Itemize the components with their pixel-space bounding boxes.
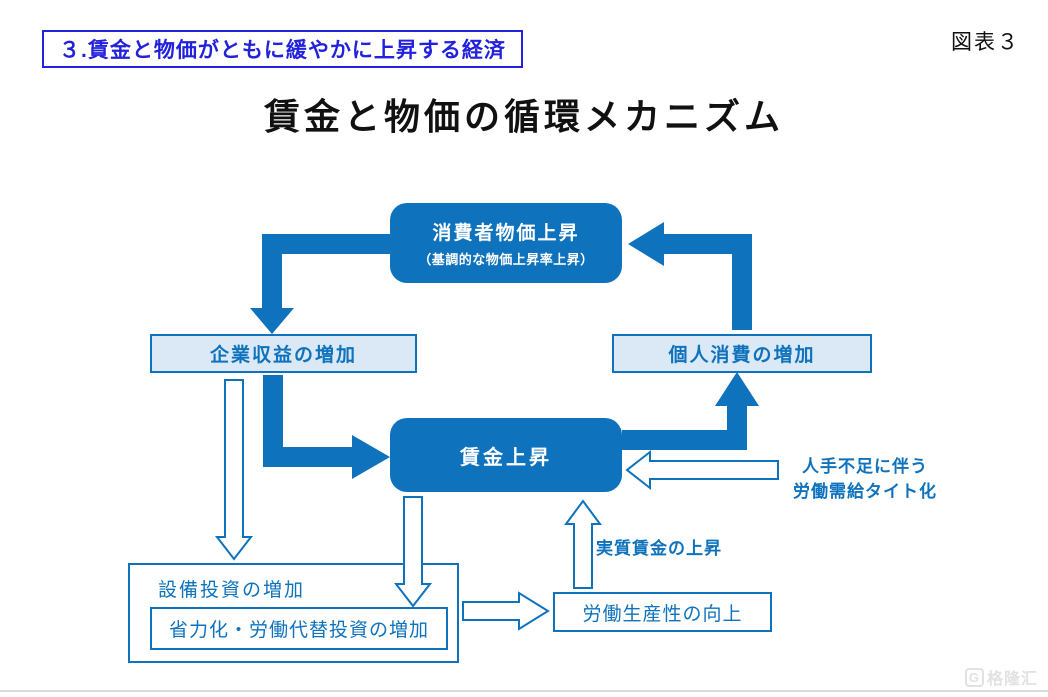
watermark-text: 格隆汇: [986, 671, 1038, 688]
arrow-cpi-to-profit-icon: [250, 234, 390, 334]
watermark: G 格隆汇: [964, 665, 1038, 689]
arrow-consumption-to-cpi-icon: [628, 222, 752, 330]
consumer-price-rise-label: 消費者物価上昇: [432, 223, 580, 244]
node-labor-productivity-improvement: 労働生産性の向上: [553, 592, 772, 632]
wage-rise-label: 賃金上昇: [460, 446, 552, 469]
section-label: ３.賃金と物価がともに緩やかに上昇する経済: [42, 30, 523, 68]
arrow-capex-to-productivity-icon: [462, 591, 550, 631]
node-wage-rise: 賃金上昇: [390, 418, 622, 492]
bottom-divider: [0, 690, 1048, 692]
node-capex-increase: 設備投資の増加 省力化・労働代替投資の増加: [128, 563, 459, 663]
arrow-profit-to-capex-icon: [214, 379, 254, 561]
node-personal-consumption-increase: 個人消費の増加: [612, 334, 872, 373]
watermark-logo-icon: G: [964, 667, 984, 687]
real-wage-rise-annotation: 実質賃金の上昇: [596, 539, 722, 558]
labor-shortage-line2: 労働需給タイト化: [793, 482, 937, 501]
corporate-profit-label: 企業収益の増加: [209, 345, 357, 366]
labor-shortage-annotation: 人手不足に伴う 労働需給タイト化: [780, 454, 950, 504]
arrow-wage-to-consumption-icon: [622, 372, 759, 450]
capex-increase-label: 設備投資の増加: [158, 580, 306, 601]
labor-productivity-label: 労働生産性の向上: [582, 603, 743, 625]
node-labor-saving-investment: 省力化・労働代替投資の増加: [150, 607, 448, 650]
personal-consumption-label: 個人消費の増加: [668, 345, 816, 366]
arrow-laborshortage-to-wage-icon: [625, 449, 779, 491]
page-title: 賃金と物価の循環メカニズム: [263, 96, 784, 137]
node-corporate-profit-increase: 企業収益の増加: [150, 334, 417, 373]
labor-saving-investment-label: 省力化・労働代替投資の増加: [168, 620, 429, 641]
arrow-productivity-to-wage-icon: [564, 499, 602, 589]
node-consumer-price-rise: 消費者物価上昇 （基調的な物価上昇率上昇）: [390, 203, 622, 283]
figure-number-label: 図表３: [951, 31, 1020, 54]
arrow-profit-to-wage-icon: [263, 375, 390, 479]
consumer-price-rise-sublabel: （基調的な物価上昇率上昇）: [418, 252, 594, 267]
labor-shortage-line1: 人手不足に伴う: [802, 457, 928, 476]
